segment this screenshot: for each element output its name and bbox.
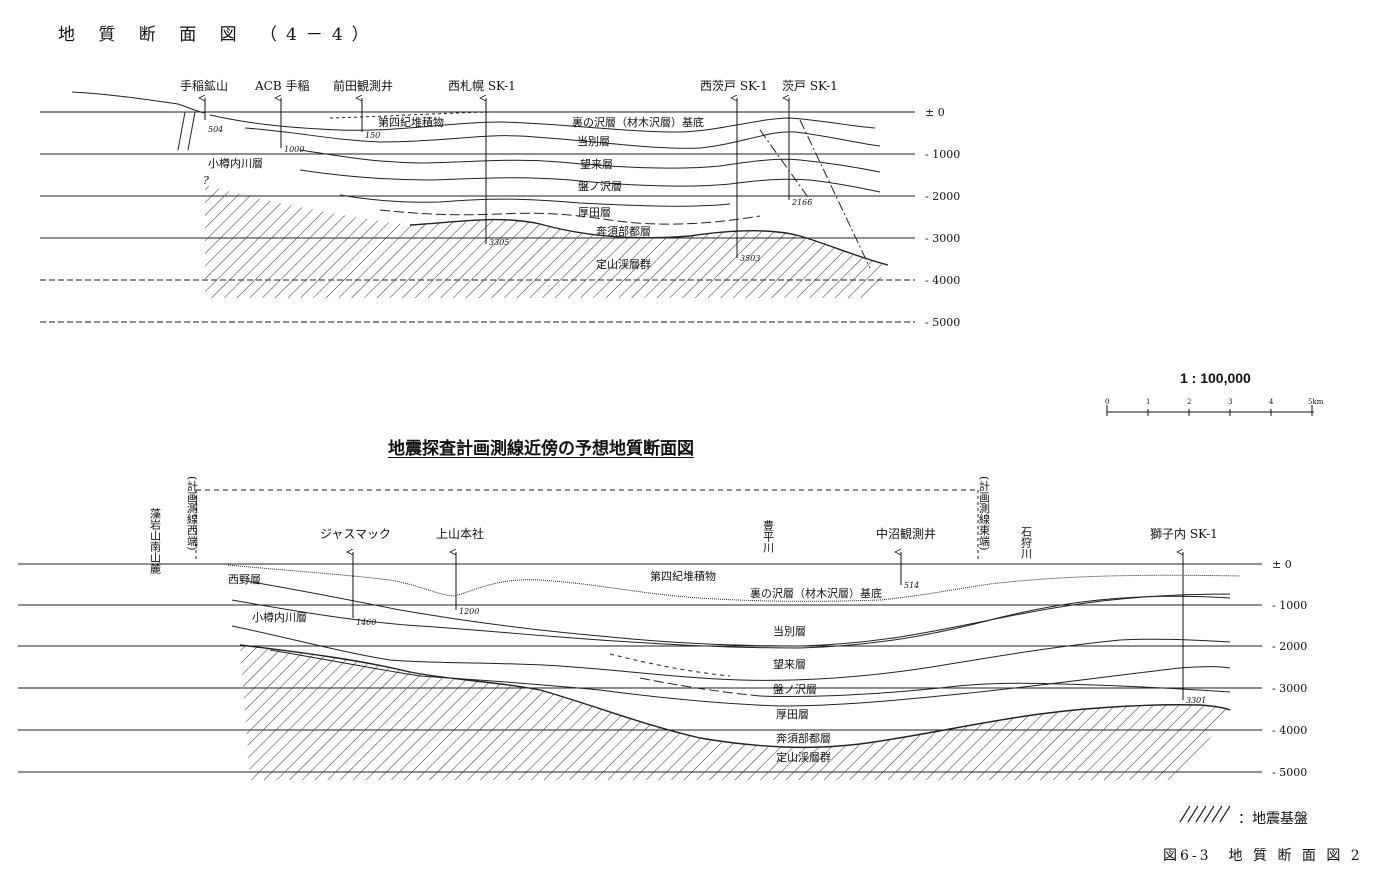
boundary-boraigawa — [269, 649, 1231, 707]
scale-label: 1 : 100,000 — [1180, 370, 1251, 386]
layer-label: 定山渓層群 — [596, 257, 651, 271]
depth-label: - 5000 — [1272, 766, 1307, 779]
well-label: 手稲鉱山 — [180, 78, 228, 93]
layer-label: 裏の沢層（材木沢層）基底 — [572, 115, 704, 129]
uncertain-mark: ? — [203, 174, 209, 187]
layer-label: 第四紀堆積物 — [650, 569, 716, 583]
survey-east-end-label: (計画測線東端) — [978, 476, 991, 551]
boundary-quaternary — [209, 114, 876, 133]
boundary-atsuta — [379, 209, 761, 225]
layer-label: 西野層 — [228, 573, 261, 586]
layer-label: 厚田層 — [776, 708, 809, 721]
depth-label: - 1000 — [1272, 599, 1307, 612]
place-label-toyohira: 豊平川 — [762, 520, 775, 553]
fault-line — [759, 129, 811, 201]
survey-west-end-label: (計画測線西端) — [186, 476, 199, 551]
boundary-urasawa — [239, 579, 1231, 647]
well-depth: 3503 — [740, 254, 760, 263]
boundary-quaternary-dashed — [329, 111, 501, 119]
basement-hatch — [205, 185, 888, 298]
layer-label: 第四紀堆積物 — [378, 115, 444, 129]
scale-tick: 1 — [1146, 398, 1150, 406]
layer-label: 小樽内川層 — [208, 156, 263, 170]
boundary-atsuta — [759, 682, 1231, 698]
depth-label: - 4000 — [1272, 724, 1307, 737]
depth-label: - 3000 — [925, 232, 960, 245]
depth-label: - 4000 — [925, 274, 960, 287]
scale-tick: 5km — [1308, 398, 1324, 406]
boundary-basement — [239, 644, 1231, 749]
well-label: ジャスマック — [320, 527, 391, 541]
basement-hatch — [240, 645, 1230, 780]
layer-label: 盤ノ沢層 — [773, 682, 817, 696]
place-label-ishikari: 石狩川 — [1020, 526, 1033, 559]
layer-label: 盤ノ沢層 — [578, 179, 622, 193]
figure-caption: 図6-3 地 質 断 面 図 2 — [1163, 848, 1363, 864]
depth-label: ± 0 — [925, 106, 945, 119]
layer-label: 望来層 — [773, 658, 806, 671]
well-label: 前田観測井 — [333, 78, 393, 93]
legend-hatch-icon — [1179, 805, 1231, 823]
layer-label: 定山渓層群 — [776, 750, 831, 764]
well-depth: 514 — [904, 581, 919, 590]
fault-line — [187, 111, 196, 151]
depth-label: - 3000 — [1272, 682, 1307, 695]
well-label: ACB 手稲 — [254, 79, 309, 93]
depth-label: - 2000 — [1272, 640, 1307, 653]
legend-label: ：地震基盤 — [1238, 811, 1308, 827]
depth-label: - 2000 — [925, 190, 960, 203]
boundary-bannosawa — [339, 194, 731, 207]
well-depth: 1000 — [284, 145, 304, 154]
well-depth: 1200 — [459, 607, 479, 616]
well-depth: 504 — [208, 125, 223, 134]
boundary-urasawa — [244, 127, 881, 149]
depth-label: - 5000 — [925, 316, 960, 329]
well-label: 獅子内 SK-1 — [1150, 527, 1218, 541]
section-title: 地震探査計画測線近傍の予想地質断面図 — [388, 439, 694, 459]
boundary-bannosawa-dashed — [609, 653, 731, 677]
well-label: 中沼観測井 — [876, 526, 936, 541]
boundary-basement — [409, 218, 889, 266]
boundary-tobetsu — [299, 149, 881, 173]
layer-label: 奔須部都層 — [596, 224, 651, 238]
layer-label: 当別層 — [773, 624, 806, 638]
boundary-atsuta-dashed — [639, 677, 761, 697]
well-depth: 3301 — [1186, 696, 1206, 705]
well-depth: 150 — [365, 131, 380, 140]
page-title: 地 質 断 面 図 （4－4） — [58, 25, 378, 45]
well-label: 西札幌 SK-1 — [448, 78, 516, 93]
boundary-boraigawa — [299, 169, 881, 193]
place-label-moiwa: 藻岩山南山麓 — [149, 508, 162, 575]
depth-label: - 1000 — [925, 148, 960, 161]
scale-bar: 0 1 2 3 4 5km — [1105, 398, 1324, 416]
fault-line — [177, 111, 186, 151]
layer-label: 当別層 — [577, 134, 610, 148]
fault-line — [799, 119, 871, 269]
layer-label: 厚田層 — [578, 206, 611, 219]
scale-tick: 3 — [1228, 398, 1232, 406]
well-label: 上山本社 — [436, 526, 484, 541]
topography-line — [71, 91, 206, 114]
well-depth: 3305 — [489, 238, 509, 247]
layer-label: 裏の沢層（材木沢層）基底 — [750, 586, 882, 600]
well-depth: 1460 — [356, 618, 376, 627]
well-label: 茨戸 SK-1 — [782, 79, 838, 93]
well-label: 西茨戸 SK-1 — [700, 79, 768, 93]
boundary-quaternary — [227, 564, 1241, 602]
scale-tick: 0 — [1105, 398, 1109, 406]
layer-label: 小樽内川層 — [252, 610, 307, 624]
cross-section-1: ± 0 - 1000 - 2000 - 3000 - 4000 - 5000 — [40, 78, 960, 329]
boundary-otarunaigawa — [231, 625, 1231, 681]
layer-label: 望来層 — [580, 158, 613, 171]
scale-tick: 4 — [1269, 398, 1274, 406]
well-depth: 2166 — [791, 198, 812, 207]
boundary-nishino — [231, 595, 1231, 649]
cross-section-2: ± 0 - 1000 - 2000 - 3000 - 4000 - 5000 — [18, 476, 1307, 780]
layer-label: 奔須部都層 — [776, 731, 831, 745]
depth-label: ± 0 — [1272, 558, 1292, 571]
scale-tick: 2 — [1187, 398, 1191, 406]
